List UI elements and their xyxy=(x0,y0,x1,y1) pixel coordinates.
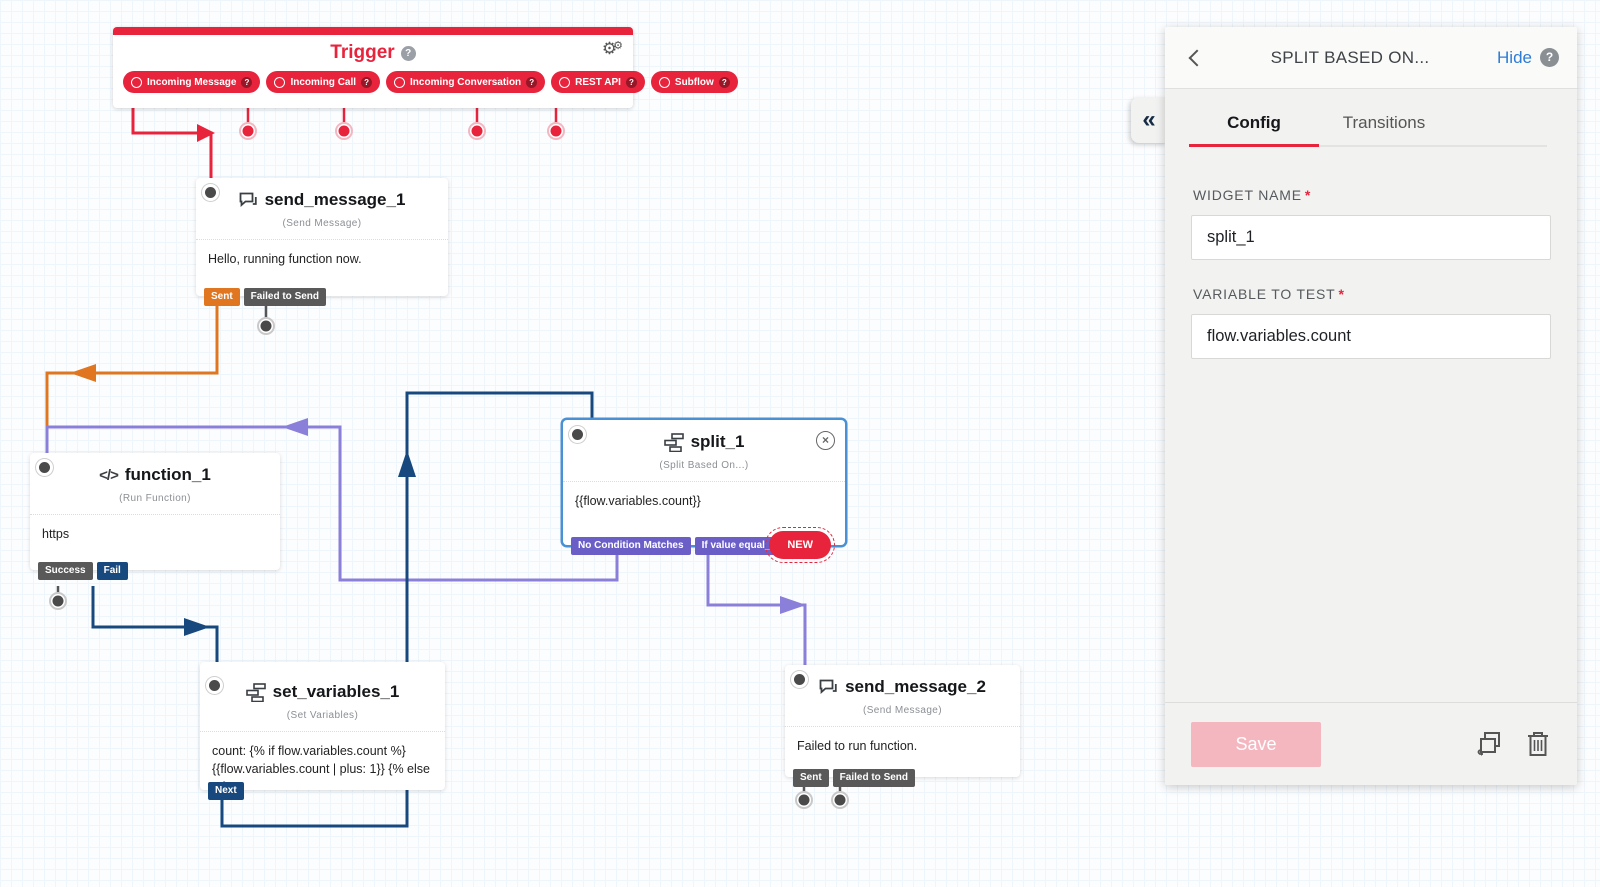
new-transition-button[interactable]: NEW xyxy=(765,527,835,563)
node-body-text: Failed to run function. xyxy=(785,726,1020,769)
node-set-variables-1[interactable]: set_variables_1 (Set Variables) count: {… xyxy=(200,662,445,800)
help-icon[interactable]: ? xyxy=(718,76,730,88)
node-body-text: https xyxy=(30,514,280,557)
transition-badge-no-condition[interactable]: No Condition Matches xyxy=(571,537,691,555)
input-connector-dot[interactable] xyxy=(794,674,805,685)
chat-bubble-icon xyxy=(819,679,837,694)
trigger-pill-incoming-call[interactable]: Incoming Call ? xyxy=(266,71,381,93)
node-title: send_message_2 xyxy=(845,677,986,696)
input-connector-dot[interactable] xyxy=(209,680,220,691)
node-type-label: (Set Variables) xyxy=(286,710,359,721)
tab-transitions[interactable]: Transitions xyxy=(1342,113,1426,132)
variable-to-test-input[interactable] xyxy=(1191,314,1551,359)
panel-body: WIDGET NAME* VARIABLE TO TEST* xyxy=(1165,147,1577,702)
transition-badge-sent[interactable]: Sent xyxy=(204,288,240,306)
trigger-widget[interactable]: Trigger ? ⚙⚙ Incoming Message ? Incoming… xyxy=(113,27,738,108)
node-type-label: (Run Function) xyxy=(119,493,191,504)
chat-bubble-icon xyxy=(239,192,257,207)
set-variables-icon xyxy=(245,682,266,702)
node-title: send_message_1 xyxy=(264,190,406,209)
trigger-pill-subflow[interactable]: Subflow ? xyxy=(650,71,738,93)
transition-badge-success[interactable]: Success xyxy=(38,562,93,580)
panel-header: SPLIT BASED ON... Hide ? xyxy=(1165,27,1577,89)
trigger-pill-incoming-message[interactable]: Incoming Message ? xyxy=(123,71,261,93)
connector-ring-icon xyxy=(559,76,571,88)
node-type-label: (Send Message) xyxy=(282,218,362,229)
code-icon: </> xyxy=(99,466,119,484)
node-type-label: (Split Based On...) xyxy=(659,460,749,471)
split-icon xyxy=(663,432,684,452)
transition-badge-fail[interactable]: Fail xyxy=(96,562,128,580)
hide-link[interactable]: Hide xyxy=(1497,47,1532,67)
widget-name-label: WIDGET NAME* xyxy=(1193,187,1312,203)
connector-ring-icon xyxy=(131,76,142,88)
connector-ring-icon xyxy=(658,76,670,88)
connector-ring-icon xyxy=(394,76,406,88)
close-icon[interactable]: × xyxy=(816,431,835,450)
transition-badge-failed[interactable]: Failed to Send xyxy=(832,769,916,787)
trigger-pill-rest-api[interactable]: REST API ? xyxy=(551,71,645,93)
input-connector-dot[interactable] xyxy=(39,462,50,473)
node-title: function_1 xyxy=(124,465,211,484)
help-icon[interactable]: ? xyxy=(1540,48,1559,67)
help-icon[interactable]: ? xyxy=(361,76,373,88)
help-icon[interactable]: ? xyxy=(400,45,416,61)
required-asterisk: * xyxy=(1338,286,1345,302)
panel-footer: Save xyxy=(1165,702,1577,785)
node-body-text: {{flow.variables.count}} xyxy=(563,481,845,524)
widget-name-input[interactable] xyxy=(1191,215,1551,260)
duplicate-widget-icon[interactable] xyxy=(1473,730,1503,758)
collapse-chevrons-icon: « xyxy=(1142,106,1156,133)
tab-config[interactable]: Config xyxy=(1189,107,1319,147)
transition-badge-next[interactable]: Next xyxy=(208,782,244,800)
panel-tabs: Config Transitions xyxy=(1189,107,1547,147)
help-icon[interactable]: ? xyxy=(526,76,538,88)
node-title: split_1 xyxy=(690,432,745,451)
trigger-settings-icon[interactable]: ⚙⚙ xyxy=(601,39,623,58)
panel-title: SPLIT BASED ON... xyxy=(1270,47,1430,67)
node-body-text: count: {% if flow.variables.count %} {{f… xyxy=(200,731,445,814)
transition-badge-failed[interactable]: Failed to Send xyxy=(243,288,327,306)
widget-config-panel: SPLIT BASED ON... Hide ? Config Transiti… xyxy=(1165,27,1577,785)
node-send-message-1[interactable]: send_message_1 (Send Message) Hello, run… xyxy=(196,178,448,306)
delete-widget-icon[interactable] xyxy=(1525,730,1551,758)
help-icon[interactable]: ? xyxy=(241,76,253,88)
input-connector-dot[interactable] xyxy=(572,429,583,440)
node-send-message-2[interactable]: send_message_2 (Send Message) Failed to … xyxy=(785,665,1020,787)
node-body-text: Hello, running function now. xyxy=(196,239,448,282)
node-title: set_variables_1 xyxy=(272,682,400,701)
node-function-1[interactable]: </> function_1 (Run Function) https Succ… xyxy=(30,453,280,580)
connector-ring-icon xyxy=(274,76,286,88)
required-asterisk: * xyxy=(1304,187,1312,203)
node-type-label: (Send Message) xyxy=(863,705,942,716)
variable-to-test-label: VARIABLE TO TEST* xyxy=(1193,286,1345,302)
save-button[interactable]: Save xyxy=(1191,721,1321,767)
panel-collapse-button[interactable]: « xyxy=(1131,97,1167,143)
input-connector-dot[interactable] xyxy=(205,187,216,198)
help-icon[interactable]: ? xyxy=(625,76,637,88)
transition-badge-sent[interactable]: Sent xyxy=(793,769,829,787)
node-split-1[interactable]: × split_1 (Split Based On...) {{flow.var… xyxy=(563,420,845,563)
trigger-pill-incoming-conversation[interactable]: Incoming Conversation ? xyxy=(386,71,546,93)
trigger-title: Trigger xyxy=(330,42,395,63)
